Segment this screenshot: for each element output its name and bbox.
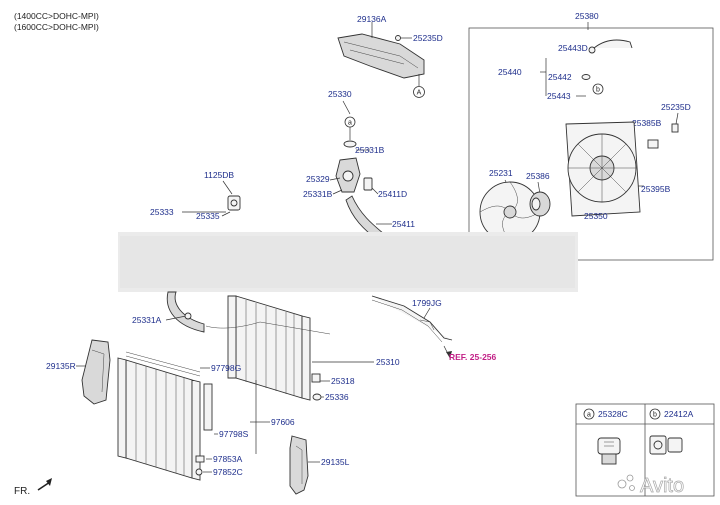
grommet-97852C [195,468,203,476]
drain-cock [311,373,321,383]
watermark-text: Avito [640,475,684,497]
label-25411: 25411 [392,219,415,229]
label-25329: 25329 [306,174,330,184]
label-25331B-upper: 25331B [355,145,385,155]
label-97798S: 97798S [219,429,249,439]
filler-neck [335,157,361,193]
label-25386: 25386 [526,171,550,181]
label-25395B: 25395B [641,184,671,194]
label-1799JG: 1799JG [412,298,442,308]
label-25336: 25336 [325,392,349,402]
label-25235D-right: 25235D [661,102,691,112]
engine-spec-1600: (1600CC>DOHC-MPI) [14,22,99,32]
label-25330: 25330 [328,89,352,99]
front-direction-label: FR. [14,486,30,497]
cap-seal [343,140,357,148]
air-guard-part [337,33,425,79]
lower-hose [166,291,205,333]
bracket-97853A [195,455,205,463]
label-97606: 97606 [271,417,295,427]
legend-a-part: 25328C [598,409,628,419]
label-25335: 25335 [196,211,220,221]
drain-plug-assy [227,195,241,211]
wire-harness [593,39,633,49]
label-25411D: 25411D [378,189,407,199]
label-25333: 25333 [150,207,174,217]
label-25443: 25443 [547,91,571,101]
legend-a-letter: a [587,412,591,419]
callout-A-top [413,86,425,98]
resistor [647,139,659,149]
label-25310: 25310 [376,357,400,367]
label-25350: 25350 [584,211,608,221]
o-ring [312,393,322,401]
legend-callout-b [649,408,661,420]
front-arrow-icon [37,478,52,491]
legend-b-letter: b [653,412,657,419]
callout-a-hose-text: a [348,120,352,127]
label-25331B-lower: 25331B [303,189,333,199]
label-29136A: 29136A [357,14,387,24]
callout-A-top-text: A [417,90,422,97]
label-25385B: 25385B [632,118,662,128]
callout-b-fan [592,83,604,95]
label-1125DB: 1125DB [204,170,234,180]
ref-25-256: REF. 25-256 [449,352,497,362]
label-25443D: 25443D [558,43,588,53]
bolt-25235D [671,123,679,133]
legend-b-part: 22412A [664,409,694,419]
air-guard-left [289,435,309,495]
legend-callout-a [583,408,595,420]
label-25318: 25318 [331,376,355,386]
avito-watermark: Avito [617,474,684,497]
label-25235D-top: 25235D [413,33,443,43]
label-97852C: 97852C [213,467,243,477]
fan-motor [529,191,551,217]
upper-hose-clamp [363,177,373,191]
legend-box [575,403,715,497]
engine-spec-1400: (1400CC>DOHC-MPI) [14,11,99,21]
label-97853A: 97853A [213,454,243,464]
label-29135R: 29135R [46,361,76,371]
fan-assembly-box [468,27,714,261]
label-25442: 25442 [548,72,572,82]
label-25380: 25380 [575,11,599,21]
radiator [227,295,311,401]
label-25231: 25231 [489,168,513,178]
air-guard-right [81,339,111,405]
label-25440: 25440 [498,67,522,77]
label-97798G: 97798G [211,363,241,373]
legend-a-cap-drawing [597,437,621,465]
receiver-drier [203,383,213,431]
grommet [581,74,591,80]
redacted-band [118,232,578,292]
fan-shroud [565,121,641,217]
callout-b-fan-text: b [596,87,600,94]
condenser [117,357,201,481]
legend-b-clip-drawing [649,435,683,455]
label-25331A: 25331A [132,315,162,325]
label-29135L: 29135L [321,457,350,467]
